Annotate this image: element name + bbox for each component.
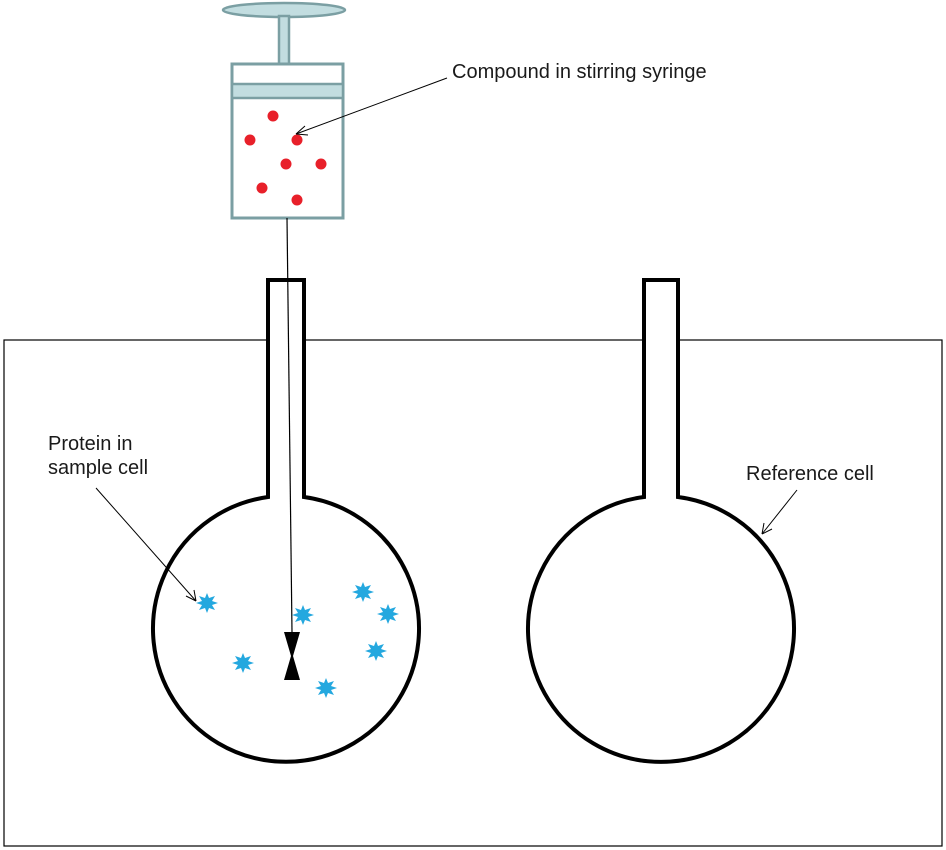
sample-cell: [151, 278, 421, 764]
compound-dot: [291, 134, 303, 146]
syringe: [221, 1, 347, 220]
reference-cell: [526, 278, 796, 764]
compound-dot: [244, 134, 256, 146]
instrument-housing: [3, 339, 943, 847]
label-protein-line1: Protein in: [48, 433, 133, 455]
callout-arrow-reference: [761, 489, 798, 535]
compound-dot: [291, 194, 303, 206]
label-protein-line2: sample cell: [48, 457, 149, 479]
protein-star: [352, 582, 374, 602]
protein-star: [292, 605, 314, 625]
compound-dot: [315, 158, 327, 170]
label-protein-sample-cell: Protein in sample cell: [48, 432, 148, 480]
label-reference-cell: Reference cell: [746, 463, 874, 485]
stirring-needle: [286, 217, 293, 633]
label-compound-syringe: Compound in stirring syringe: [452, 61, 707, 83]
protein-star: [196, 593, 218, 613]
callout-arrow-compound: [295, 77, 448, 136]
callout-arrow-protein: [95, 487, 197, 602]
syringe-plunger-head: [230, 82, 345, 100]
compound-dot: [267, 110, 279, 122]
stirrer-paddle: [284, 632, 300, 680]
protein-molecules: [196, 582, 399, 698]
protein-star: [365, 641, 387, 661]
compound-dot: [256, 182, 268, 194]
protein-star: [377, 604, 399, 624]
compound-dot: [280, 158, 292, 170]
protein-star: [232, 653, 254, 673]
protein-star: [315, 678, 337, 698]
